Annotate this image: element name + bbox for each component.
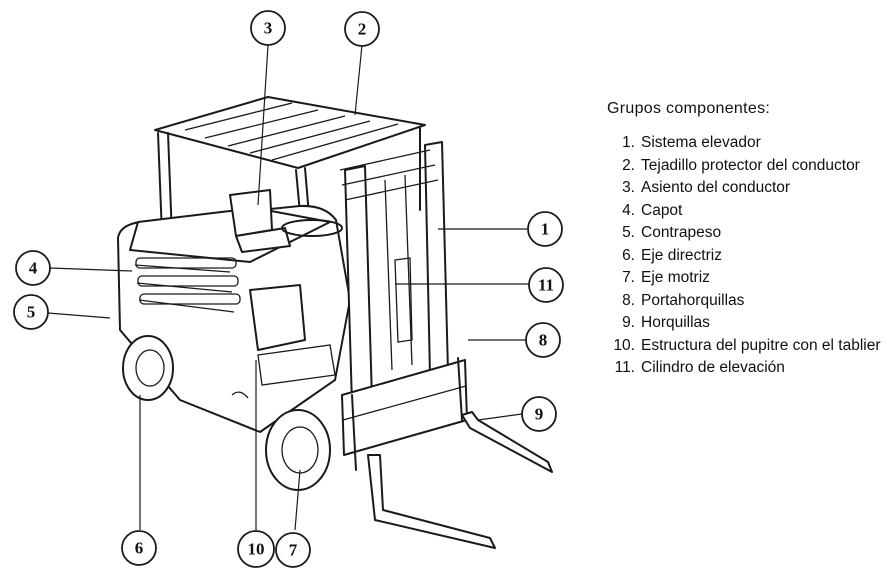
legend-item: 5. Contrapeso	[607, 222, 886, 243]
callout-3-label: 3	[264, 19, 273, 38]
legend-title: Grupos componentes:	[607, 100, 771, 117]
leader-lines	[47, 44, 529, 531]
legend-item-label: Eje directriz	[641, 246, 722, 264]
legend-item-label: Cilindro de elevación	[641, 359, 785, 376]
legend-item-label: Contrapeso	[641, 224, 722, 241]
callout-8-label: 8	[539, 331, 548, 350]
callout-11-label: 11	[538, 276, 554, 295]
callout-5: 5	[13, 294, 49, 330]
callout-7-label: 7	[289, 541, 298, 560]
legend-item-number: 1.	[622, 134, 635, 151]
callout-9: 9	[521, 396, 557, 432]
legend-item-label: Horquillas	[641, 314, 710, 331]
legend-item-number: 8.	[622, 291, 635, 309]
driver-seat	[229, 189, 291, 253]
callout-9-label: 9	[535, 405, 544, 424]
callout-1-label: 1	[541, 220, 550, 239]
callout-2-label: 2	[358, 20, 367, 39]
callout-3: 3	[250, 10, 286, 46]
legend-item: 10. Estructura del pupitre con el tablier	[607, 335, 886, 356]
truck-body	[117, 204, 351, 433]
callout-10-label: 10	[248, 540, 265, 559]
legend-item-number: 2.	[622, 156, 635, 174]
front-wheel	[265, 409, 331, 491]
legend-item-number: 3.	[622, 179, 635, 196]
legend-item-number: 4.	[622, 201, 635, 219]
legend-item-label: Capot	[641, 201, 683, 219]
legend-item-label: Eje motriz	[641, 269, 710, 286]
legend-item: 9. Horquillas	[607, 312, 886, 333]
legend-item-number: 5.	[622, 224, 635, 241]
legend-item: 7. Eje motriz	[607, 267, 886, 288]
legend-item-label: Asiento del conductor	[641, 179, 791, 196]
callout-1: 1	[527, 211, 563, 247]
legend-item-label: Tejadillo protector del conductor	[641, 156, 860, 174]
legend-list: 1. Sistema elevador 2. Tejadillo protector…	[607, 132, 886, 378]
callout-11: 11	[528, 267, 564, 303]
lift-mast	[339, 141, 449, 405]
callout-8: 8	[525, 322, 561, 358]
legend-item: 4. Capot	[607, 200, 886, 221]
legend-item: 2. Tejadillo protector del conductor	[607, 155, 886, 176]
steering-wheel	[281, 219, 343, 237]
legend-item-number: 9.	[622, 314, 635, 331]
callout-4: 4	[15, 250, 51, 286]
callout-7: 7	[275, 532, 311, 568]
legend-item-label: Estructura del pupitre con el tablier	[641, 336, 881, 354]
forks	[367, 411, 553, 549]
callout-6-label: 6	[135, 539, 144, 558]
legend-item-label: Sistema elevador	[641, 134, 761, 151]
callout-10: 10	[237, 530, 275, 568]
component-legend: Grupos componentes: 1. Sistema elevador 2…	[607, 100, 886, 380]
legend-item: 1. Sistema elevador	[607, 132, 886, 153]
legend-item: 11. Cilindro de elevación	[607, 357, 886, 378]
legend-item-label: Portahorquillas	[641, 291, 745, 309]
legend-item-number: 10.	[613, 336, 635, 354]
callout-4-label: 4	[29, 259, 38, 278]
rear-wheel	[122, 335, 174, 401]
callout-6: 6	[121, 530, 157, 566]
callout-5-label: 5	[27, 303, 36, 322]
legend-item-number: 7.	[622, 269, 635, 286]
callout-2: 2	[344, 11, 380, 47]
legend-item: 6. Eje directriz	[607, 245, 886, 266]
legend-item-number: 11.	[614, 359, 635, 376]
legend-item: 8. Portahorquillas	[607, 290, 886, 311]
legend-item: 3. Asiento del conductor	[607, 177, 886, 198]
legend-item-number: 6.	[622, 246, 635, 264]
